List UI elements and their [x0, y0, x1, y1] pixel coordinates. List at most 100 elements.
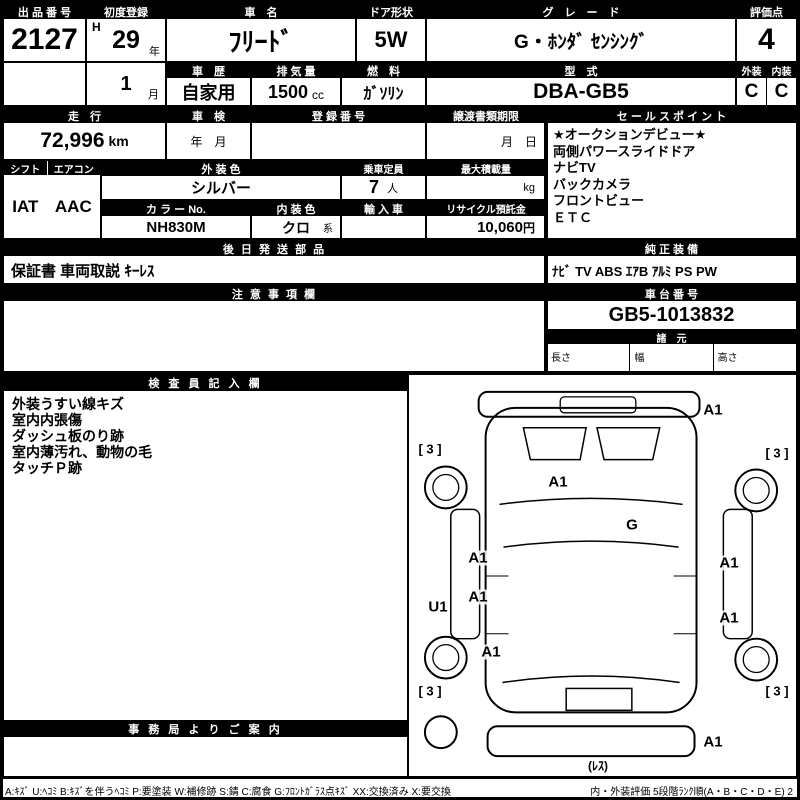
rear-window-right-pane	[596, 426, 661, 461]
capacity-unit: 人	[387, 183, 398, 195]
model-code-value: DBA-GB5	[533, 80, 629, 103]
dimensions-row: 長さ 幅 高さ	[547, 344, 796, 372]
transfer-deadline-cell: 譲渡書類期限 月 日	[426, 107, 546, 160]
interior-color-unit: 系	[323, 224, 333, 235]
shift-value: IAT	[12, 197, 39, 216]
registration-no-label: 登 録 番 号	[252, 108, 425, 123]
front-plate-shape	[565, 687, 633, 712]
wheel-bottom-left-inner	[432, 644, 460, 672]
displacement-label: 排 気 量	[252, 63, 340, 78]
displacement-unit: cc	[312, 88, 325, 102]
auction-number-value: 2127	[11, 23, 78, 56]
capacity-cell: 乗車定員 7 人	[341, 160, 426, 200]
recycle-deposit-unit: 円	[522, 221, 535, 235]
first-registration-month-cell: 1 月	[86, 62, 166, 107]
import-car-value	[342, 216, 425, 239]
auction-number-label: 出 品 番 号	[4, 4, 85, 19]
legend-codes: A:ｷｽﾞ U:ﾍｺﾐ B:ｷｽﾞを伴うﾍｺﾐ P:要塗装 W:補修跡 S:錆 …	[5, 787, 451, 798]
interior-color-label: 内 装 色	[252, 201, 340, 216]
dimension-length-label: 長さ	[551, 353, 571, 364]
car-name-cell: 車 名 ﾌﾘｰﾄﾞ	[166, 3, 356, 62]
transfer-deadline-value: 月 日	[500, 134, 537, 149]
displacement-area: 1500 cc	[252, 78, 340, 106]
door-shape-cell: ドア形状 5W	[356, 3, 426, 62]
damage-mark-roof: A1	[547, 473, 569, 491]
displacement-cell: 排 気 量 1500 cc	[251, 62, 341, 107]
damage-mark-right-mid: A1	[718, 609, 740, 627]
later-parts-value: 保証書 車両取説 ｷｰﾚｽ	[11, 262, 155, 280]
chassis-no-label: 車 台 番 号	[547, 286, 796, 301]
transfer-deadline-label: 譲渡書類期限	[427, 108, 545, 123]
inspector-notes: 外装うすい線キズ 室内内張傷 ダッシュ板のり跡 室内薄汚れ、動物の毛 タッチＰ跡	[4, 391, 407, 481]
dimensions-label: 諸 元	[547, 331, 796, 345]
history-label: 車 歴	[167, 63, 250, 78]
rule-sales-divider	[544, 107, 548, 373]
first-registration-year-area: H 29 年	[87, 19, 165, 61]
import-car-label: 輸 入 車	[342, 201, 425, 216]
door-shape-value: 5W	[374, 27, 408, 52]
plate-less-mark: (ﾚｽ)	[587, 759, 609, 773]
damage-mark-bottom-right: A1	[702, 733, 724, 751]
aircon-value: AAC	[54, 197, 92, 216]
dimension-width-cell: 幅	[630, 344, 714, 372]
history-value: 自家用	[181, 83, 236, 103]
exterior-grade-value: C	[744, 81, 759, 102]
month-unit: 月	[148, 89, 159, 101]
later-parts-cell: 後 日 発 送 部 品 保証書 車両取説 ｷｰﾚｽ	[3, 240, 546, 285]
later-parts-label: 後 日 発 送 部 品	[4, 241, 545, 256]
sales-points-cell: セ ー ル ス ポ イ ン ト ★オークションデビュー★ 両側パワースライドドア…	[546, 107, 797, 240]
model-code-cell: 型 式 DBA-GB5	[426, 62, 736, 107]
mileage-label: 走 行	[4, 108, 165, 123]
exterior-color-value: シルバー	[190, 180, 251, 197]
inspector-label: 検 査 員 記 入 欄	[4, 374, 407, 391]
first-registration-label: 初度登録	[87, 4, 165, 19]
chassis-no-cell: 車 台 番 号 GB5-1013832	[546, 285, 797, 330]
inspector-note-line: 外装うすい線キズ	[12, 396, 124, 412]
cautions-value	[4, 301, 545, 372]
legend-row: A:ｷｽﾞ U:ﾍｺﾐ B:ｷｽﾞを伴うﾍｺﾐ P:要塗装 W:補修跡 S:錆 …	[5, 783, 793, 798]
color-no-value: NH830M	[146, 219, 206, 236]
oem-equipment-label: 純 正 装 備	[547, 241, 796, 256]
front-bumper-shape	[486, 725, 696, 758]
rule-above-cautions	[3, 283, 797, 287]
dimension-length-cell: 長さ	[547, 344, 631, 372]
exterior-grade-col: 外装 C	[737, 63, 767, 106]
recycle-deposit-cell: リサイクル預託金 10,060 円	[426, 200, 546, 240]
shift-aircon-values: IAT AAC	[4, 175, 100, 239]
rule-above-inspector	[3, 371, 797, 375]
max-load-label: 最大積載量	[427, 161, 545, 176]
exterior-color-label: 外 装 色	[102, 161, 340, 176]
cowl-line	[503, 540, 679, 548]
aircon-label: エアコン	[47, 161, 100, 176]
office-info-label: 事 務 局 よ り ご 案 内	[4, 720, 407, 737]
sales-points-label: セ ー ル ス ポ イ ン ト	[547, 108, 796, 123]
displacement-value: 1500	[267, 81, 309, 102]
damage-mark-top-right: A1	[702, 401, 724, 419]
dimension-width-label: 幅	[634, 353, 645, 364]
tire-mark-bottom-right: [ 3 ]	[764, 683, 790, 699]
mileage-value: 72,996	[40, 129, 105, 152]
fuel-cell: 燃 料 ｶﾞｿﾘﾝ	[341, 62, 426, 107]
rule-top-band	[3, 105, 797, 109]
shift-label: シフト	[4, 161, 48, 176]
sales-point-item: ナビTV	[553, 160, 596, 175]
rear-window-left-pane	[522, 426, 587, 461]
capacity-area: 7 人	[342, 176, 425, 199]
oem-equipment-cell: 純 正 装 備 ﾅﾋﾞ TV ABS ｴｱB ｱﾙﾐ PS PW	[546, 240, 797, 285]
registration-no-value	[252, 123, 425, 159]
inspection-label: 車 検	[167, 108, 250, 123]
exterior-color-cell: 外 装 色 シルバー	[101, 160, 341, 200]
wheel-bottom-right-inner	[742, 646, 770, 674]
first-registration-month: 1	[120, 73, 132, 95]
chassis-no-value: GB5-1013832	[608, 303, 735, 326]
damage-mark-left-mid: A1	[467, 588, 489, 606]
first-registration-month-area: 1 月	[87, 63, 165, 106]
interior-color-cell: 内 装 色 クロ 系	[251, 200, 341, 240]
damage-mark-left-upper: A1	[467, 549, 489, 567]
car-body-outline	[484, 406, 698, 714]
sales-point-item: フロントビュー	[553, 193, 645, 208]
door-shape-label: ドア形状	[357, 4, 425, 19]
damage-mark-left-edge: U1	[427, 598, 449, 616]
rear-plate-recess-shape	[559, 396, 637, 414]
